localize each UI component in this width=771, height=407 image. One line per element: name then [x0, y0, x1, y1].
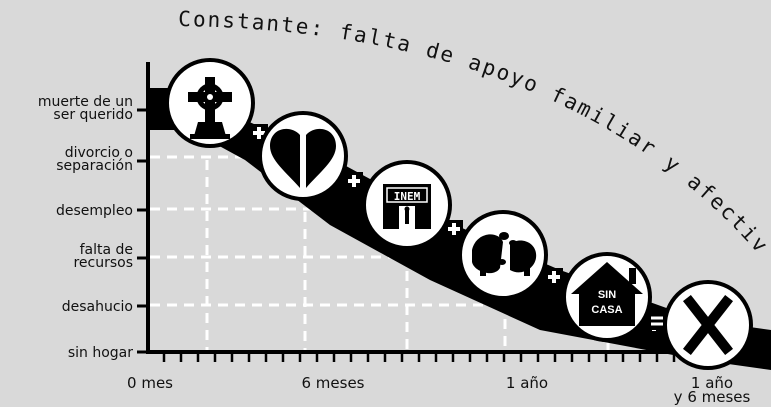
y-label-muerte-line1: muerte de un: [38, 94, 133, 110]
y-ticks: [137, 108, 150, 354]
celtic-cross-icon: [165, 58, 255, 148]
x-label-1-ano-6-line1: 1 año: [691, 374, 733, 392]
y-label-falta-line1: falta de: [80, 242, 133, 258]
x-label-1-ano-6-line2: y 6 meses: [674, 388, 751, 406]
y-label-divorcio-line2: separación: [56, 158, 133, 174]
plus-connector: [345, 172, 363, 190]
y-label-desahucio: desahucio: [62, 299, 133, 315]
x-mark-icon: [663, 280, 753, 370]
plus-connector: [445, 220, 463, 238]
x-label-1-ano: 1 año: [506, 374, 548, 392]
x-ticks: [162, 352, 710, 362]
y-label-divorcio-line1: divorcio o: [65, 145, 133, 161]
broken-piggy-bank-icon: [458, 210, 548, 300]
y-axis-labels: muerte de un ser querido divorcio o sepa…: [38, 94, 133, 361]
x-label-0-mes: 0 mes: [127, 374, 173, 392]
casa-label: CASA: [591, 304, 622, 316]
y-label-muerte-line2: ser querido: [53, 107, 133, 123]
connectors: [250, 124, 666, 334]
inem-office-icon: INEM: [362, 160, 452, 250]
x-axis-labels: 0 mes 6 meses 1 año 1 año y 6 meses: [127, 374, 750, 406]
y-label-desempleo: desempleo: [56, 203, 133, 219]
x-label-6-meses: 6 meses: [301, 374, 364, 392]
y-label-falta-line2: recursos: [73, 255, 133, 271]
y-label-sin-hogar: sin hogar: [68, 345, 133, 361]
inem-label: INEM: [394, 190, 421, 203]
sin-casa-house-icon: SIN CASA: [562, 252, 652, 342]
plus-connector: [545, 268, 563, 286]
sin-label: SIN: [598, 289, 616, 301]
equals-connector: [648, 312, 666, 330]
broken-heart-icon: [258, 111, 348, 201]
